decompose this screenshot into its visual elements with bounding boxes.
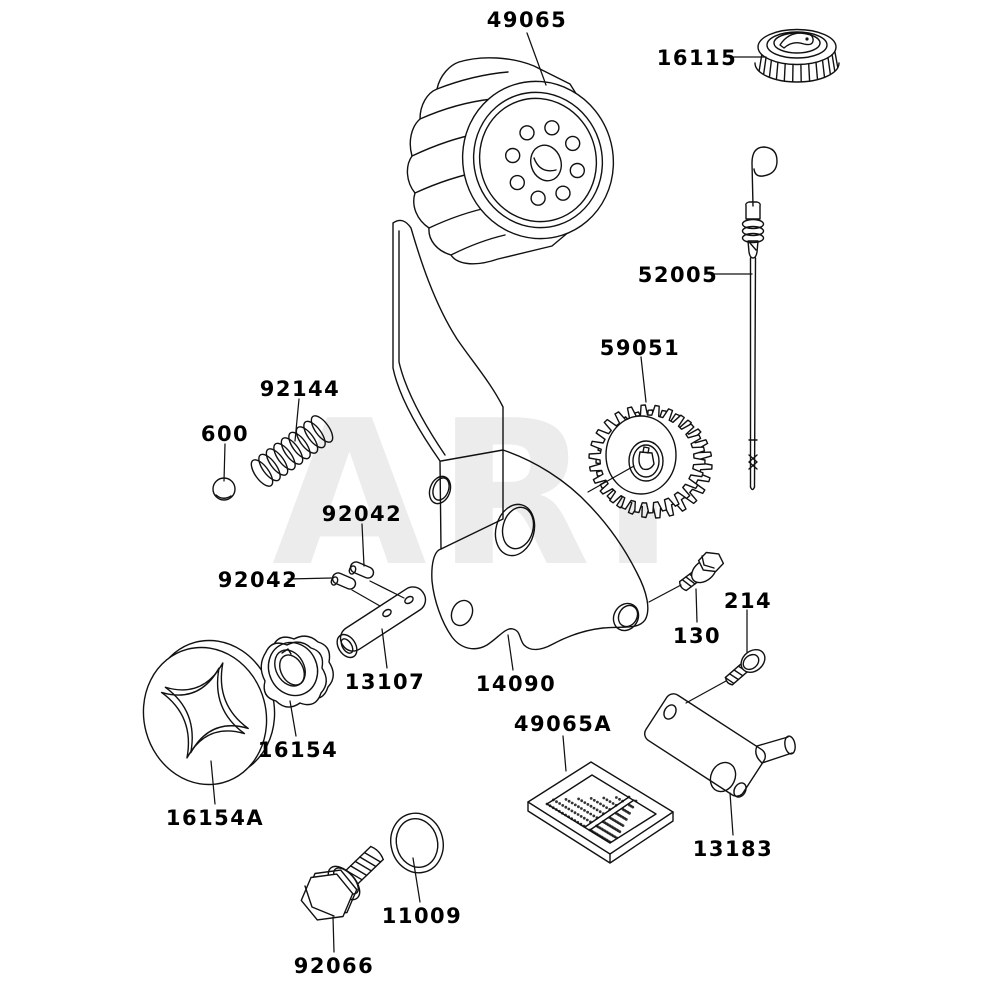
part-relief-spring <box>250 415 334 487</box>
part-outer-rotor <box>142 639 276 786</box>
part-pump-cover-bracket <box>392 219 649 651</box>
part-o-ring <box>390 812 444 874</box>
part-inner-rotor <box>260 635 334 708</box>
oil-filter-face <box>461 80 615 240</box>
part-drain-plug <box>300 845 384 921</box>
part-oil-filler-cap <box>754 28 840 83</box>
part-label-59051: 59051 <box>599 336 681 360</box>
part-screw <box>724 648 766 686</box>
part-label-130: 130 <box>672 624 722 648</box>
part-label-214: 214 <box>723 589 773 613</box>
screen-mesh <box>545 795 638 844</box>
part-label-92042-left: 92042 <box>217 568 299 592</box>
part-dipstick <box>741 146 778 491</box>
part-label-92042-upper: 92042 <box>321 502 403 526</box>
part-label-49065: 49065 <box>486 8 568 32</box>
part-label-13183: 13183 <box>692 837 774 861</box>
part-label-11009: 11009 <box>381 904 463 928</box>
part-label-52005: 52005 <box>637 263 719 287</box>
part-flange-bolt <box>679 551 725 592</box>
part-filter-screen <box>527 761 674 864</box>
part-breather-plate <box>644 693 796 798</box>
part-label-16154A: 16154A <box>165 806 265 830</box>
part-oil-pump-gear <box>588 404 713 519</box>
part-label-16115: 16115 <box>656 46 738 70</box>
part-oil-filter <box>406 57 615 265</box>
part-pump-shaft <box>336 586 427 659</box>
part-label-92066: 92066 <box>293 954 375 978</box>
part-label-13107: 13107 <box>344 670 426 694</box>
part-label-49065A: 49065A <box>513 712 613 736</box>
part-label-600: 600 <box>200 422 250 446</box>
part-label-14090: 14090 <box>475 672 557 696</box>
leader-lines <box>210 32 767 953</box>
part-label-92144: 92144 <box>259 377 341 401</box>
part-label-16154: 16154 <box>257 738 339 762</box>
